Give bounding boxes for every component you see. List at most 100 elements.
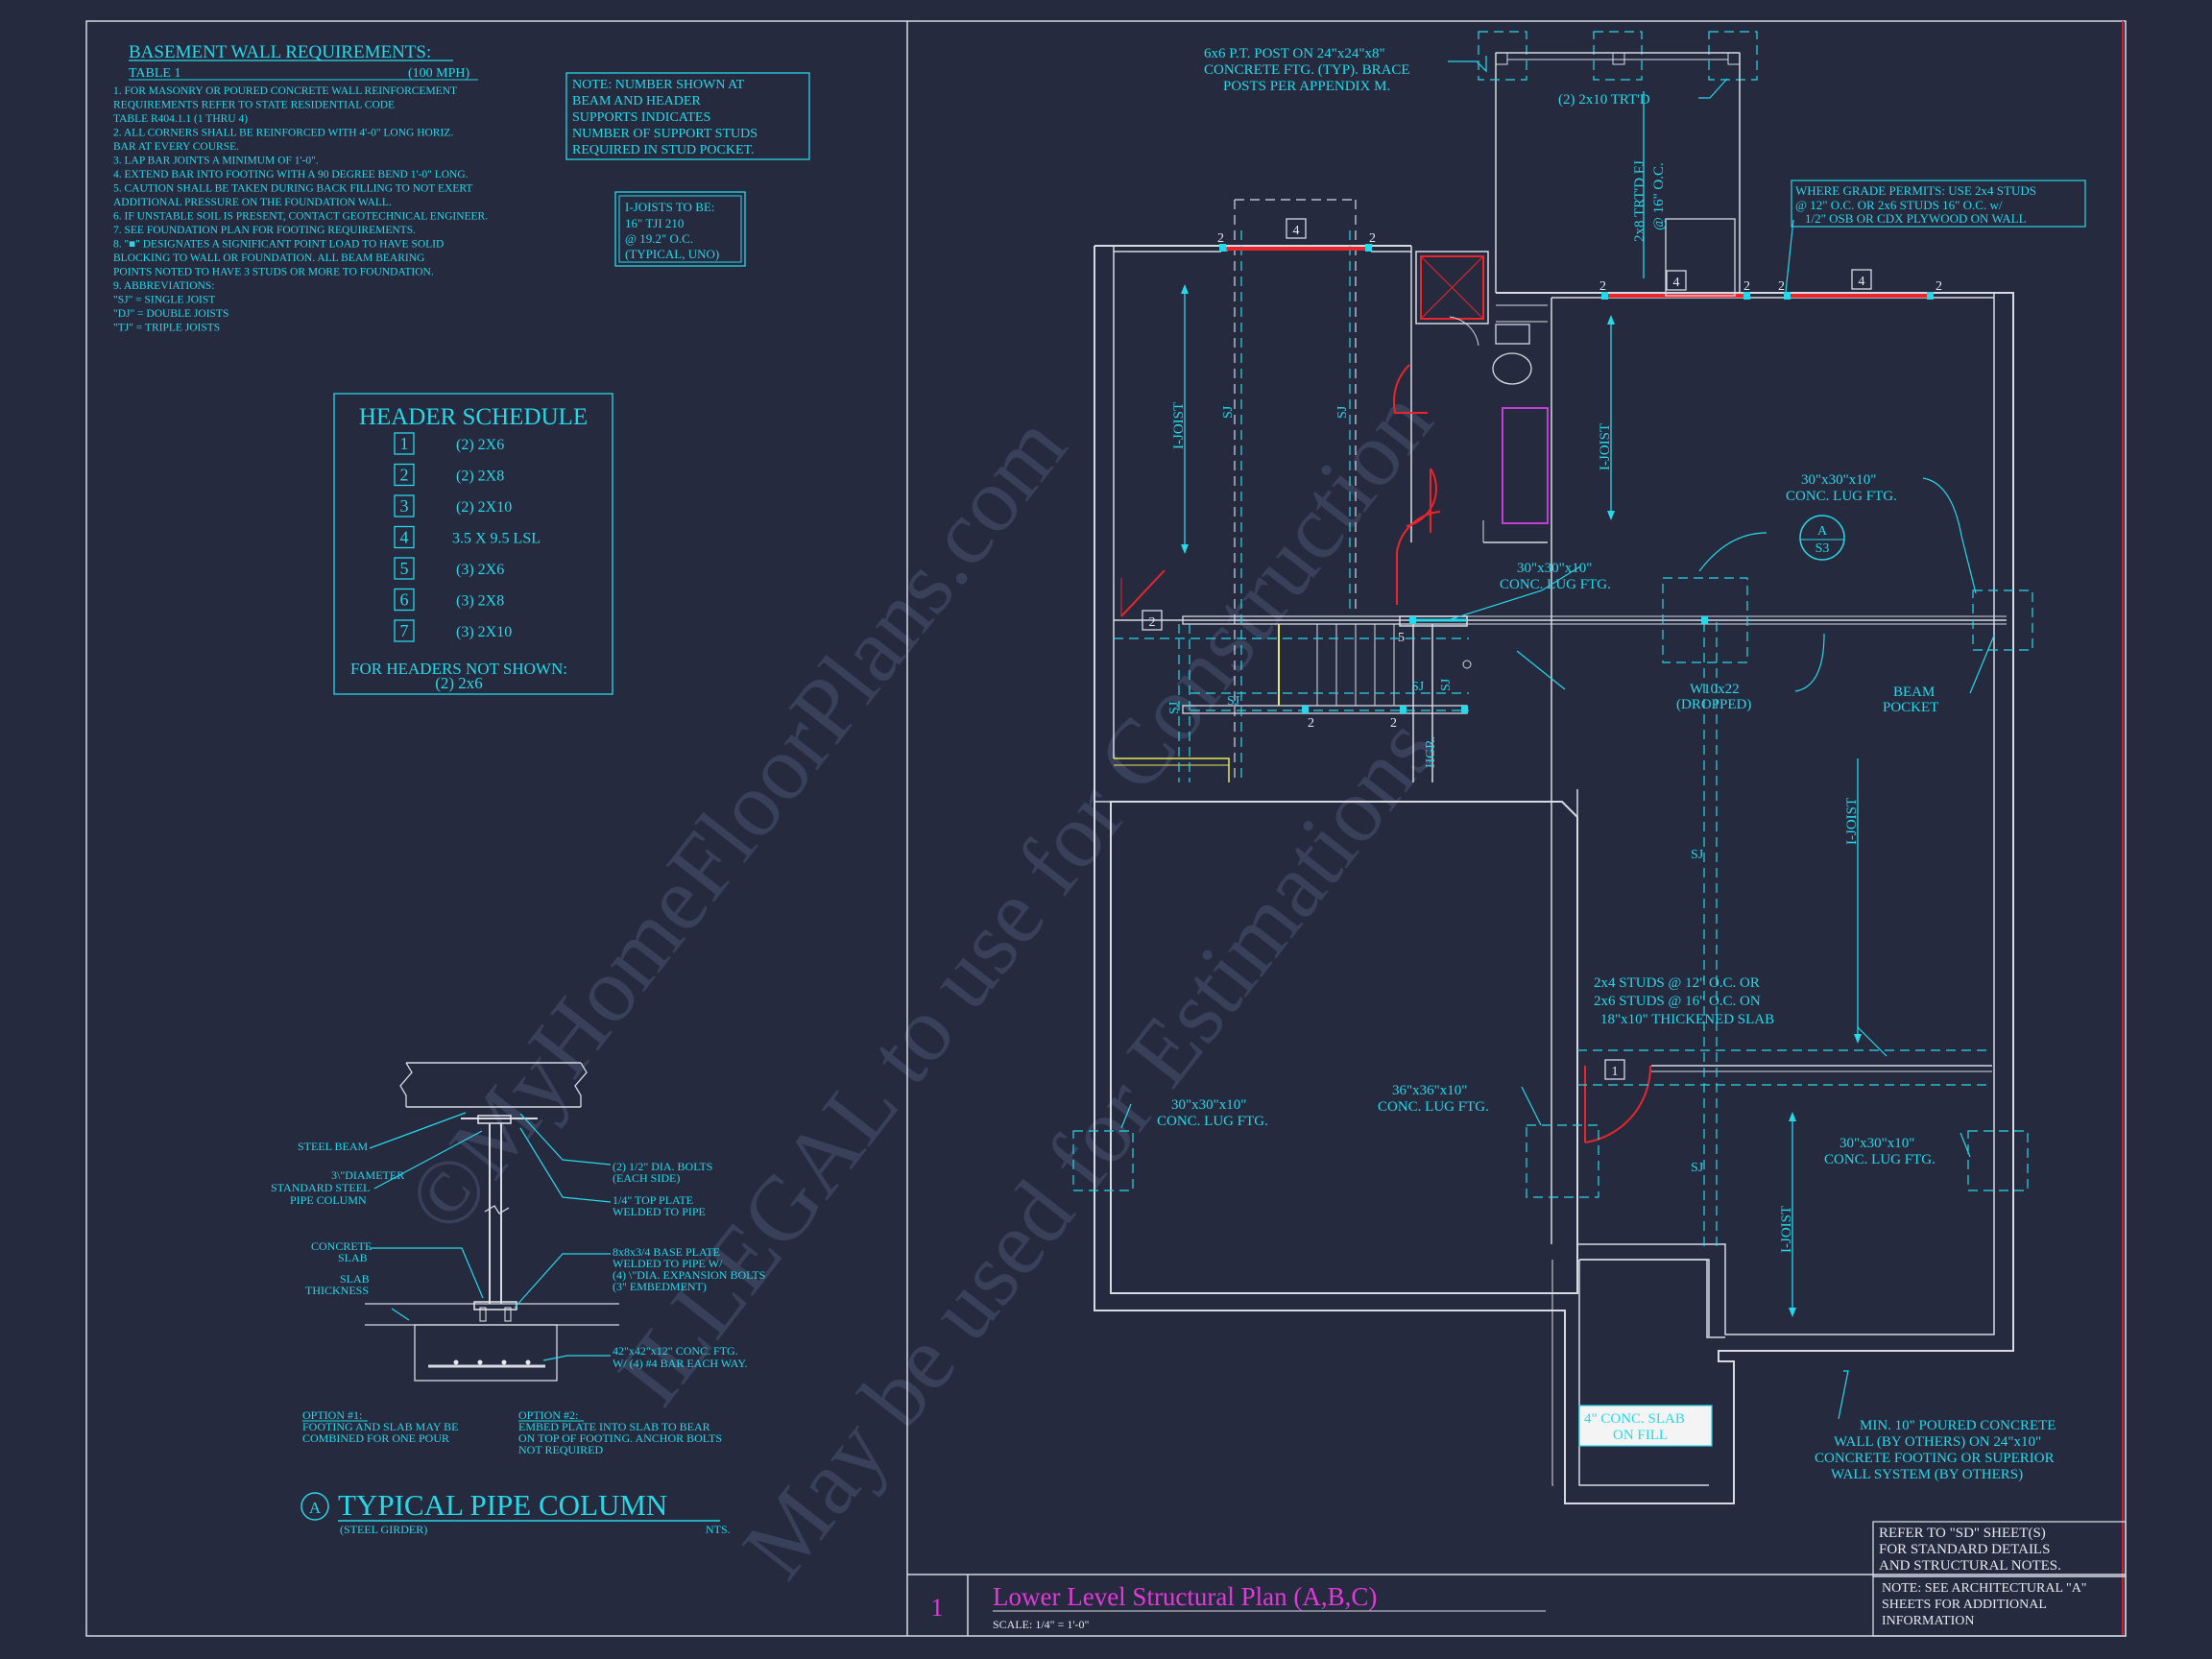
header-number: 3 — [400, 496, 409, 516]
footing-label-1: 42"x42"x12" CONC. FTG. — [613, 1344, 738, 1358]
sj-label-1: SJ — [1221, 405, 1236, 419]
sj-label-3: SJ — [1167, 701, 1182, 714]
option1-title: OPTION #1: — [302, 1408, 362, 1422]
table-label: TABLE 1 — [129, 66, 180, 81]
grade-note-1: WHERE GRADE PERMITS: USE 2x4 STUDS — [1795, 183, 2036, 198]
sheet-border — [85, 20, 2127, 1637]
header-size: (2) 2X6 — [456, 437, 504, 453]
sj-label-5: SJ — [1227, 694, 1240, 709]
header-size: (2) 2X8 — [456, 469, 504, 485]
wall-note-3: CONCRETE FOOTING OR SUPERIOR — [1815, 1451, 2055, 1466]
note-item: BLOCKING TO WALL OR FOUNDATION. ALL BEAM… — [113, 252, 424, 264]
sj-label-2: SJ — [1335, 405, 1350, 419]
floor-joist-label-2: @ 16" O.C. — [1651, 162, 1667, 230]
footing-label-2: W/ (4) #4 BAR EACH WAY. — [613, 1357, 747, 1370]
stud-count-8: 2 — [1390, 716, 1397, 731]
note-item: "DJ" = DOUBLE JOISTS — [113, 308, 228, 320]
ijoist-line-3: @ 19.2" O.C. — [625, 231, 693, 246]
header-size: (3) 2X8 — [456, 593, 504, 610]
slab-label-1: 4" CONC. SLAB — [1584, 1411, 1685, 1427]
lug-east-2: CONC. LUG FTG. — [1824, 1152, 1936, 1167]
header-number: 2 — [400, 466, 409, 485]
stud-count-5: 2 — [1778, 279, 1785, 294]
grade-note-3: 1/2" OSB OR CDX PLYWOOD ON WALL — [1805, 211, 2027, 226]
ijoist-label-2: I-JOIST — [1598, 423, 1613, 470]
sheet-number: 1 — [931, 1594, 944, 1622]
ijoist-line-1: I-JOISTS TO BE: — [625, 200, 714, 214]
beam-pocket-1: BEAM — [1893, 685, 1935, 700]
header-footer-1: FOR HEADERS NOT SHOWN: — [350, 660, 567, 678]
header-number: 6 — [400, 590, 409, 610]
lug-west-1: 30"x30"x10" — [1171, 1097, 1246, 1113]
stud-count-1: 2 — [1217, 231, 1224, 246]
arch-note-3: INFORMATION — [1882, 1614, 1974, 1628]
header-number-box — [394, 525, 415, 549]
post-label-1: 6x6 P.T. POST ON 24"x24"x8" — [1204, 46, 1385, 61]
note-line-4: NUMBER OF SUPPORT STUDS — [572, 127, 757, 141]
header-schedule-title: HEADER SCHEDULE — [359, 404, 588, 430]
base-plate-label-1: 8x8x3/4 BASE PLATE — [613, 1245, 720, 1259]
header-tag-1: 1 — [1612, 1065, 1619, 1079]
note-item: REQUIREMENTS REFER TO STATE RESIDENTIAL … — [113, 100, 395, 111]
wall-note-1: MIN. 10" POURED CONCRETE — [1860, 1418, 2056, 1433]
slab-label-2: SLAB — [338, 1251, 368, 1264]
section-letter: A — [1817, 524, 1828, 539]
header-size: (2) 2X10 — [456, 499, 512, 516]
note-item: POINTS NOTED TO HAVE 3 STUDS OR MORE TO … — [113, 267, 434, 278]
top-plate-label-1: 1/4" TOP PLATE — [613, 1193, 693, 1207]
sj-label-6: SJ — [1411, 680, 1425, 694]
header-number-box — [394, 432, 415, 455]
header-schedule: HEADER SCHEDULE 1 (2) 2X6 2 (2) 2X8 3 (2) 2X1… — [333, 393, 613, 695]
note-line-2: BEAM AND HEADER — [572, 94, 701, 108]
refer-note-1: REFER TO "SD" SHEET(S) — [1879, 1526, 2046, 1541]
header-number-box — [394, 557, 415, 580]
header-number: 4 — [400, 528, 409, 547]
note-item: "SJ" = SINGLE JOIST — [113, 295, 215, 306]
studs-note-3: 18"x10" THICKENED SLAB — [1600, 1012, 1774, 1027]
ijoist-line-2: 16" TJI 210 — [625, 216, 684, 230]
sj-label-7: SJ — [1691, 848, 1704, 862]
notes-list: 1. FOR MASONRY OR POURED CONCRETE WALL R… — [113, 85, 488, 334]
stud-count-4: 2 — [1743, 279, 1750, 294]
ijoist-label-4: I-JOIST — [1779, 1206, 1794, 1253]
header-number: 7 — [400, 621, 409, 640]
detail-tag-circle — [301, 1492, 329, 1521]
option2-line1: EMBED PLATE INTO SLAB TO BEAR — [518, 1420, 710, 1433]
floor-plan — [1072, 31, 2033, 1504]
beam-dropped: (DROPPED) — [1676, 697, 1751, 712]
beam-pocket-2: POCKET — [1883, 700, 1938, 715]
lug-36-2: CONC. LUG FTG. — [1378, 1099, 1489, 1115]
lug-east-1: 30"x30"x10" — [1839, 1136, 1914, 1151]
note-item: 2. ALL CORNERS SHALL BE REINFORCED WITH … — [113, 128, 453, 139]
arch-note-2: SHEETS FOR ADDITIONAL — [1882, 1598, 2047, 1612]
post-label-3: POSTS PER APPENDIX M. — [1223, 79, 1390, 94]
header-number-box — [394, 588, 415, 612]
note-item: 3. LAP BAR JOINTS A MINIMUM OF 1'-0". — [113, 156, 319, 167]
slab-label-1: CONCRETE — [311, 1239, 372, 1253]
header-size: (3) 2X10 — [456, 624, 512, 640]
note-item: 9. ABBREVIATIONS: — [113, 280, 214, 292]
header-number-box — [394, 619, 415, 642]
option2-line2: ON TOP OF FOOTING. ANCHOR BOLTS — [518, 1431, 722, 1445]
wind-speed: (100 MPH) — [408, 66, 470, 81]
note-item: 6. IF UNSTABLE SOIL IS PRESENT, CONTACT … — [113, 211, 488, 223]
wall-note-4: WALL SYSTEM (BY OTHERS) — [1831, 1467, 2023, 1482]
post-label-2: CONCRETE FTG. (TYP). BRACE — [1204, 62, 1410, 78]
option1-line2: COMBINED FOR ONE POUR — [302, 1431, 449, 1445]
header-tag-4a: 4 — [1293, 224, 1300, 238]
lug-center-1: 30"x30"x10" — [1517, 561, 1592, 576]
lug-ne-1: 30"x30"x10" — [1801, 472, 1876, 488]
ijoist-label-1: I-JOIST — [1171, 402, 1187, 449]
header-size: 3.5 X 9.5 LSL — [452, 531, 541, 547]
lug-center-2: CONC. LUG FTG. — [1500, 577, 1611, 592]
detail-tag: A — [309, 1499, 322, 1517]
note-item: "TJ" = TRIPLE JOISTS — [113, 323, 220, 334]
lug-ne-2: CONC. LUG FTG. — [1786, 489, 1897, 504]
section-marker — [1799, 515, 1845, 561]
refer-note-3: AND STRUCTURAL NOTES. — [1879, 1558, 2061, 1574]
header-number-box — [394, 494, 415, 517]
header-number: 1 — [400, 434, 409, 453]
stud-count-3: 2 — [1599, 279, 1606, 294]
bolts-label-1: (2) 1/2" DIA. BOLTS — [613, 1160, 712, 1173]
note-item: 4. EXTEND BAR INTO FOOTING WITH A 90 DEG… — [113, 169, 469, 180]
